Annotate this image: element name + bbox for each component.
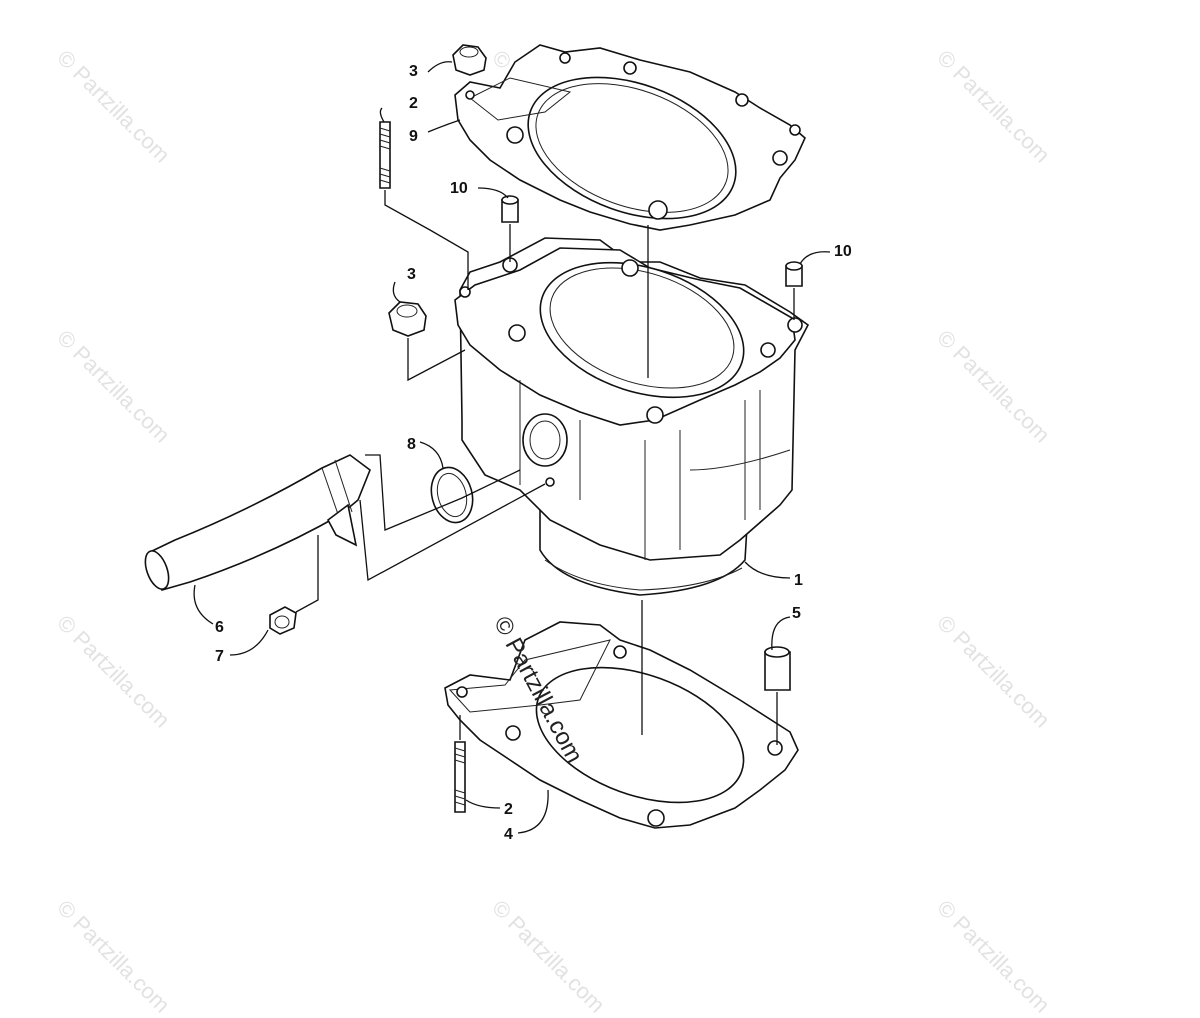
callout-7: 7	[215, 648, 224, 665]
callout-10-right: 10	[834, 243, 852, 260]
cylinder	[454, 237, 810, 596]
stud-lower	[454, 741, 466, 813]
parts-diagram: © Partzilla.com © Partzilla.com © Partzi…	[52, 44, 1055, 1018]
head-gasket	[454, 44, 806, 231]
water-fitting	[144, 454, 371, 591]
callout-3-upper: 3	[409, 63, 418, 80]
stud-upper	[379, 121, 391, 189]
callout-6: 6	[215, 619, 224, 636]
callout-5: 5	[792, 605, 801, 622]
bolt	[269, 606, 297, 635]
callout-3-middle: 3	[407, 266, 416, 283]
dowel-right	[785, 261, 803, 287]
callout-1: 1	[794, 572, 803, 589]
dowel-large	[764, 646, 791, 691]
base-gasket	[444, 621, 799, 829]
nut-upper	[452, 44, 487, 76]
callout-2-lower: 2	[504, 801, 513, 818]
callout-10-left: 10	[450, 180, 468, 197]
o-ring	[430, 466, 474, 524]
leader-lines	[193, 61, 831, 834]
callout-8: 8	[407, 436, 416, 453]
callout-9: 9	[409, 128, 418, 145]
callout-2-upper: 2	[409, 95, 418, 112]
nut-middle	[388, 301, 427, 337]
dowel-left	[501, 195, 519, 223]
callout-4: 4	[504, 826, 513, 843]
exploded-view-drawing	[144, 44, 831, 834]
